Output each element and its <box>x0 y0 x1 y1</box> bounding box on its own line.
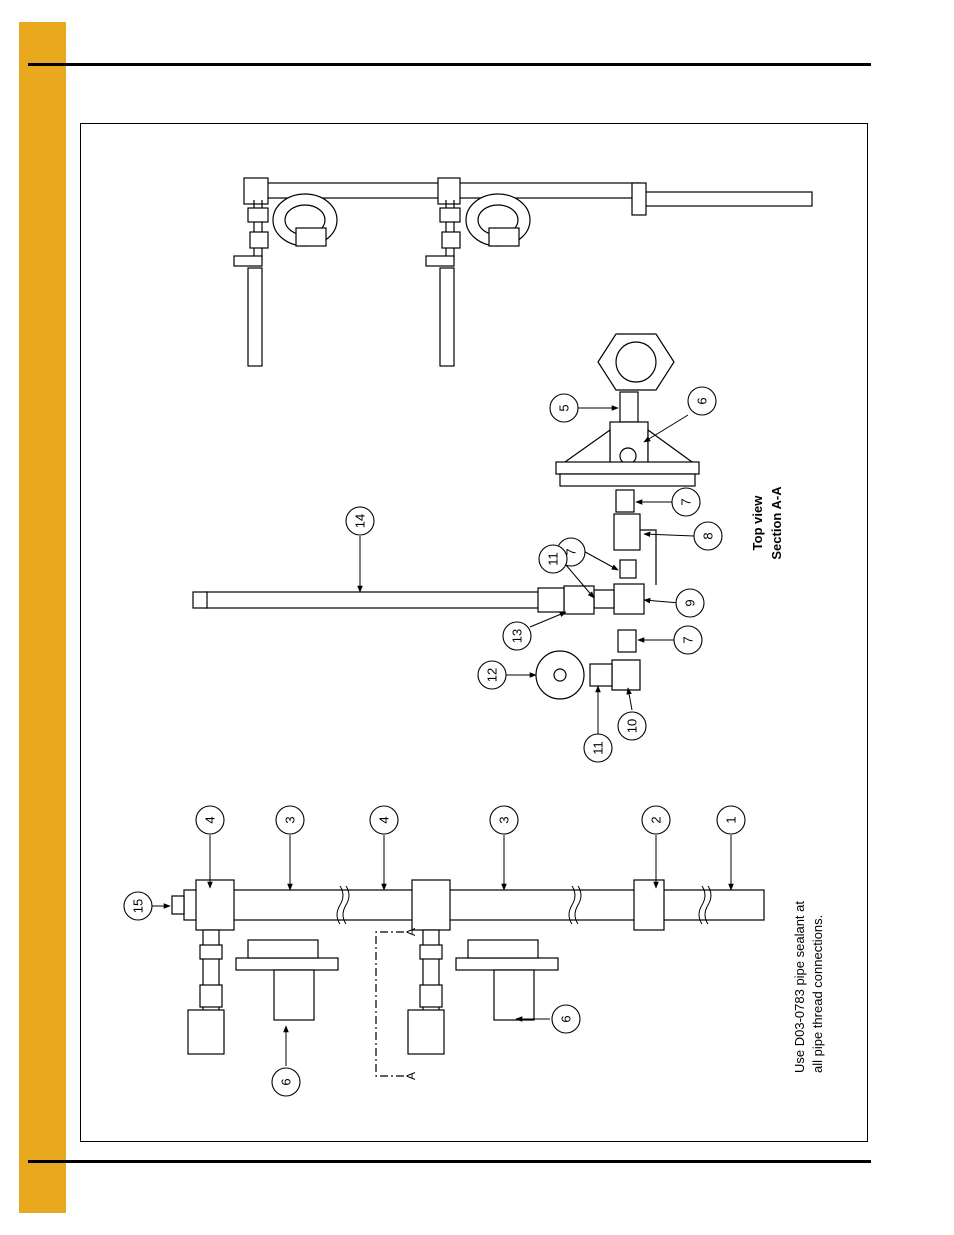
elevation-tee-left <box>195 879 235 931</box>
callout-circle-14 <box>345 506 375 536</box>
overview-cap-left <box>243 177 269 205</box>
sealant-note-line1: Use D03-0783 pipe sealant at <box>792 901 807 1073</box>
callout-circle-4b <box>369 805 399 835</box>
section-view-drawing <box>192 333 700 700</box>
overview-drawing <box>233 177 813 367</box>
section-marker-top: A <box>404 928 418 936</box>
overview-regulator-left <box>233 193 338 367</box>
callout-circle-4a <box>195 805 225 835</box>
header-rule <box>28 63 871 66</box>
section-marker-bottom: A <box>404 1072 418 1080</box>
elevation-regulator-right <box>407 929 559 1055</box>
callout-circle-7c <box>673 625 703 655</box>
callout-7: 7 <box>679 498 694 505</box>
callout-circle-12 <box>477 660 507 690</box>
callout-12: 12 <box>485 668 500 682</box>
part-13-union <box>563 585 595 615</box>
part-7-nipple-c <box>617 629 637 653</box>
callout-5: 5 <box>557 404 572 411</box>
side-accent-bar <box>19 22 66 1213</box>
elevation-tee-right <box>411 879 451 931</box>
callout-7: 7 <box>681 636 696 643</box>
callout-10: 10 <box>625 719 640 733</box>
part-7-nipple-a <box>615 489 635 513</box>
callout-circle-11a <box>583 733 613 763</box>
callout-circle-11b <box>538 544 568 574</box>
callout-circle-8 <box>693 521 723 551</box>
callout-circle-10 <box>617 711 647 741</box>
drawing-frame <box>80 123 868 1142</box>
callout-circle-6a <box>687 386 717 416</box>
part-10-elbow <box>611 659 641 691</box>
callout-circle-3b <box>489 805 519 835</box>
sealant-note-line2: all pipe thread connections. <box>810 915 825 1073</box>
elevation-union <box>633 879 665 931</box>
part-14-pipe <box>204 591 546 609</box>
callout-leaders <box>152 405 734 1066</box>
callout-circle-2 <box>641 805 671 835</box>
overview-pipe-end <box>639 191 813 207</box>
callout-circle-6c <box>551 1004 581 1034</box>
callout-11: 11 <box>591 741 606 755</box>
elevation-main-pipe <box>183 889 765 921</box>
valve-handle <box>640 529 657 585</box>
callout-circle-7a <box>671 487 701 517</box>
part-8-valve <box>613 513 641 551</box>
overview-union <box>631 182 647 216</box>
part-11-nipple-b <box>589 663 613 687</box>
callout-circle-1 <box>716 805 746 835</box>
elevation-regulator-left <box>187 929 339 1055</box>
callout-11: 11 <box>546 552 561 566</box>
callout-7: 7 <box>564 548 579 555</box>
footer-rule <box>28 1160 871 1163</box>
callout-6: 6 <box>559 1015 574 1022</box>
part-7-nipple-b <box>619 559 637 579</box>
callout-circle-13 <box>502 621 532 651</box>
callout-circle-6b <box>271 1067 301 1097</box>
overview-tee-right <box>437 177 461 205</box>
callout-3: 3 <box>283 816 298 823</box>
callout-14: 14 <box>353 514 368 528</box>
callout-circle-15 <box>123 891 153 921</box>
part-9-tee <box>613 583 645 615</box>
callout-15: 15 <box>131 899 146 913</box>
view-label-line1: Top view <box>750 495 765 551</box>
callout-4: 4 <box>203 816 218 823</box>
callout-9: 9 <box>683 599 698 606</box>
callout-2: 2 <box>649 816 664 823</box>
part-11-nipple-a <box>593 589 615 609</box>
callout-circle-3a <box>275 805 305 835</box>
elevation-drawing <box>171 879 765 1077</box>
callout-circle-5 <box>549 393 579 423</box>
callout-13: 13 <box>510 629 525 643</box>
overview-regulator-right <box>425 193 531 367</box>
callout-4: 4 <box>377 816 392 823</box>
callout-6: 6 <box>695 397 710 404</box>
callout-circle-9 <box>675 588 705 618</box>
part-6-regulator <box>555 421 700 487</box>
callout-3: 3 <box>497 816 512 823</box>
part-5-nipple <box>619 391 639 423</box>
callout-8: 8 <box>701 532 716 539</box>
callout-1: 1 <box>724 816 739 823</box>
callout-6: 6 <box>279 1078 294 1085</box>
view-label-line2: Section A-A <box>769 486 784 560</box>
section-line <box>375 931 404 1077</box>
